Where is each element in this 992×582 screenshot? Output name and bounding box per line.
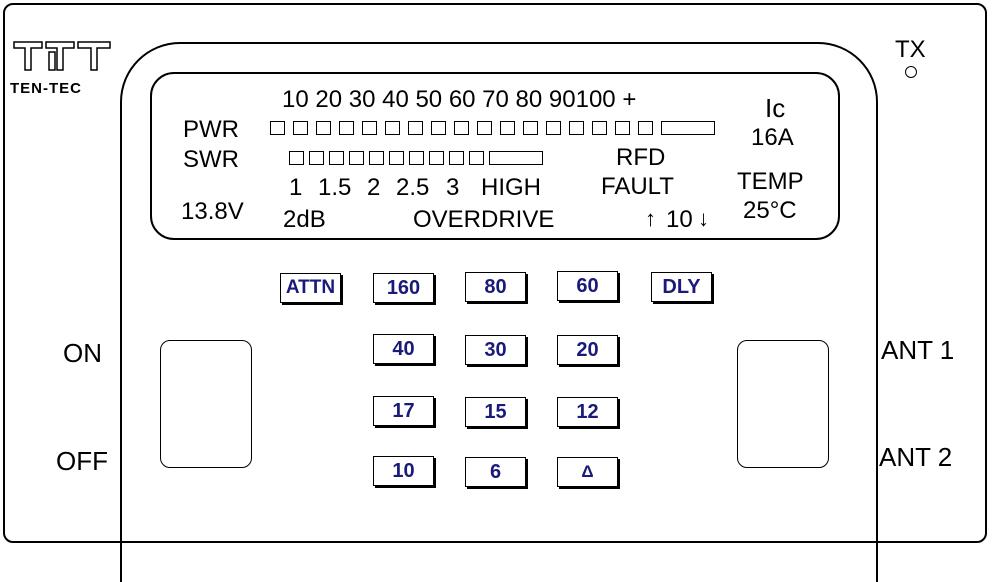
bar-segment bbox=[477, 121, 492, 135]
temp-readout: 25°C bbox=[743, 199, 797, 223]
bar-segment bbox=[270, 121, 285, 135]
pwr-label: PWR bbox=[183, 118, 239, 142]
delay-readout: 10 bbox=[666, 208, 693, 232]
attn-db-readout: 2dB bbox=[283, 208, 326, 232]
bar-segment bbox=[429, 151, 444, 165]
swr-tick-high: HIGH bbox=[481, 176, 541, 200]
bar-segment bbox=[431, 121, 446, 135]
bar-segment bbox=[369, 151, 384, 165]
bar-segment bbox=[316, 121, 331, 135]
bar-segment bbox=[293, 121, 308, 135]
tx-led-icon bbox=[905, 66, 917, 78]
antenna-rocker-switch[interactable] bbox=[737, 340, 829, 468]
overdrive-indicator: OVERDRIVE bbox=[413, 208, 554, 232]
brand-logo-text: TEN-TEC bbox=[10, 80, 82, 97]
bar-segment bbox=[592, 121, 607, 135]
bar-segment bbox=[309, 151, 324, 165]
band-10-button[interactable]: 10 bbox=[373, 456, 434, 486]
ant1-label: ANT 1 bbox=[881, 337, 954, 363]
swr-tick-1: 1 bbox=[289, 176, 302, 200]
bar-segment bbox=[546, 121, 561, 135]
band-12-button[interactable]: 12 bbox=[557, 397, 618, 427]
fault-indicator: FAULT bbox=[601, 175, 674, 199]
swr-tick-2: 2 bbox=[367, 176, 380, 200]
rfd-indicator: RFD bbox=[616, 146, 665, 170]
bar-segment bbox=[523, 121, 538, 135]
ic-label: Ic bbox=[765, 95, 785, 121]
swr-label: SWR bbox=[183, 148, 239, 172]
bar-segment bbox=[638, 121, 653, 135]
current-readout: 16A bbox=[751, 126, 794, 150]
bar-segment bbox=[615, 121, 630, 135]
band-40-button[interactable]: 40 bbox=[373, 334, 434, 364]
band-160-button[interactable]: 160 bbox=[373, 273, 434, 303]
swr-tick-3: 3 bbox=[446, 176, 459, 200]
bar-segment bbox=[449, 151, 464, 165]
bar-segment bbox=[408, 121, 423, 135]
voltage-readout: 13.8V bbox=[181, 200, 244, 224]
swr-tick-1-5: 1.5 bbox=[318, 176, 351, 200]
bar-segment bbox=[454, 121, 469, 135]
tx-label: TX bbox=[895, 38, 926, 62]
bar-segment bbox=[385, 121, 400, 135]
attn-button[interactable]: ATTN bbox=[280, 273, 341, 303]
bar-segment bbox=[389, 151, 404, 165]
band-20-button[interactable]: 20 bbox=[557, 335, 618, 365]
bar-segment bbox=[289, 151, 304, 165]
delay-up-arrow-icon: ↑ bbox=[645, 208, 656, 230]
dly-button[interactable]: DLY bbox=[651, 272, 712, 302]
bar-segment-long bbox=[489, 151, 543, 165]
bar-segment bbox=[339, 121, 354, 135]
swr-tick-2-5: 2.5 bbox=[396, 176, 429, 200]
bar-segment-long bbox=[661, 121, 715, 135]
off-label: OFF bbox=[56, 448, 108, 474]
power-rocker-switch[interactable] bbox=[160, 340, 252, 468]
ten-tec-logo-icon bbox=[12, 40, 116, 84]
band-80-button[interactable]: 80 bbox=[465, 272, 526, 302]
pwr-scale: 10 20 30 40 50 60 70 80 90100 + bbox=[282, 88, 636, 112]
band-6-button[interactable]: 6 bbox=[465, 457, 526, 487]
swr-bargraph bbox=[289, 151, 549, 165]
bar-segment bbox=[469, 151, 484, 165]
delta-button[interactable]: Δ bbox=[557, 457, 618, 487]
bar-segment bbox=[329, 151, 344, 165]
temp-label: TEMP bbox=[737, 170, 804, 194]
band-15-button[interactable]: 15 bbox=[465, 397, 526, 427]
bar-segment bbox=[500, 121, 515, 135]
bar-segment bbox=[349, 151, 364, 165]
bar-segment bbox=[362, 121, 377, 135]
band-17-button[interactable]: 17 bbox=[373, 396, 434, 426]
band-60-button[interactable]: 60 bbox=[557, 271, 618, 301]
bar-segment bbox=[569, 121, 584, 135]
ant2-label: ANT 2 bbox=[879, 444, 952, 470]
delay-down-arrow-icon: ↓ bbox=[698, 208, 709, 230]
band-30-button[interactable]: 30 bbox=[465, 335, 526, 365]
bar-segment bbox=[409, 151, 424, 165]
on-label: ON bbox=[63, 340, 102, 366]
pwr-bargraph bbox=[270, 121, 730, 135]
